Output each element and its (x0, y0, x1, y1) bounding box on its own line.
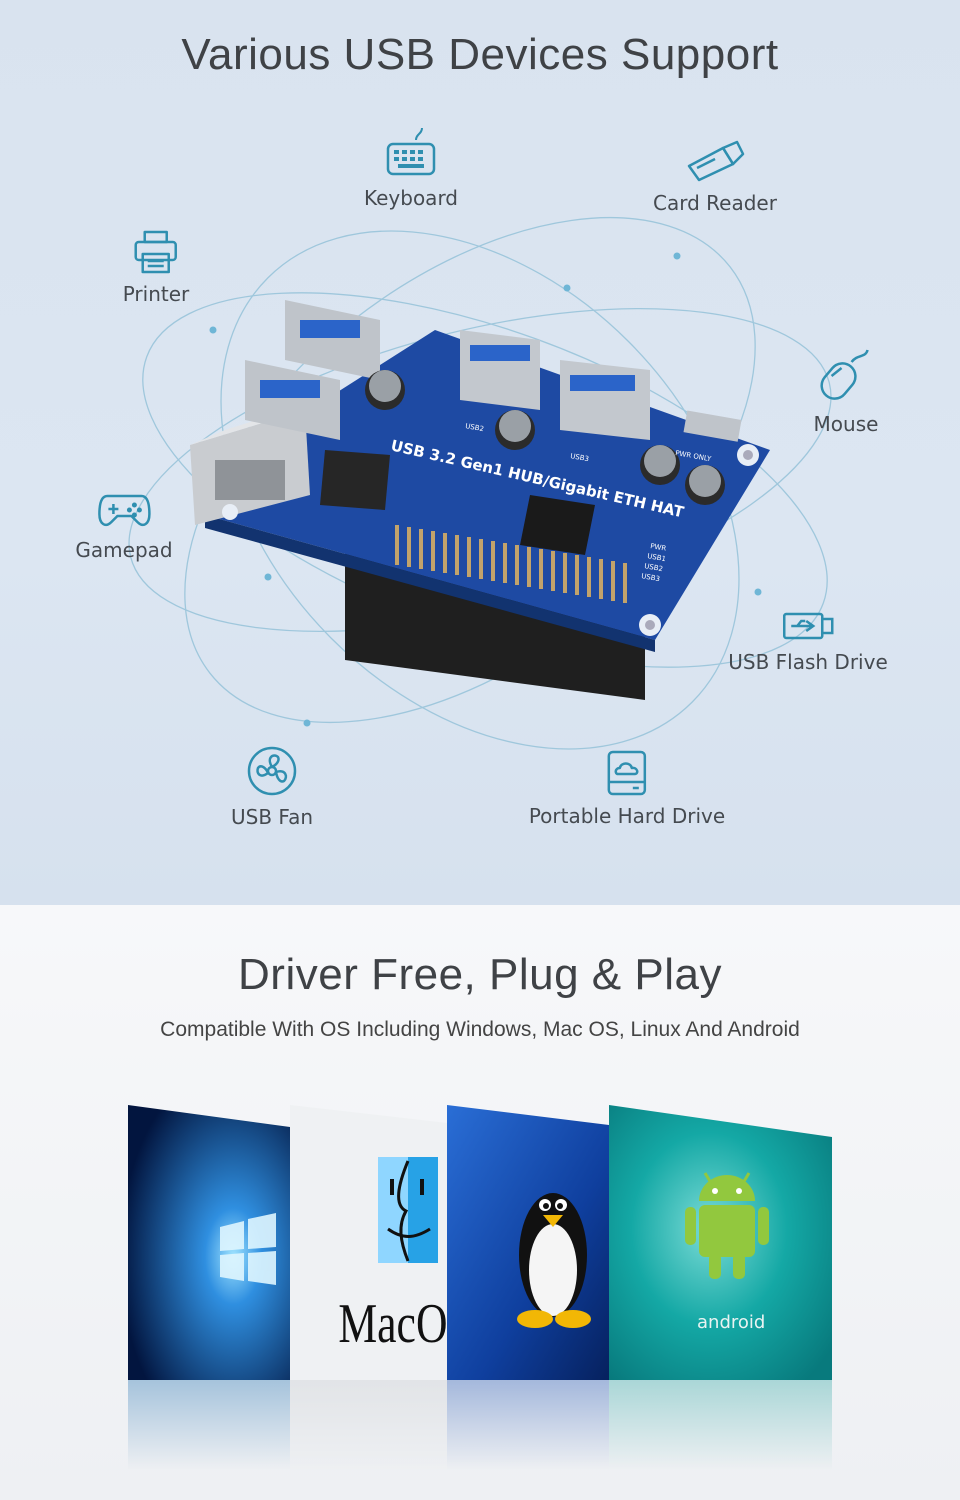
android-robot-icon (685, 1172, 769, 1279)
fan-icon (247, 746, 297, 796)
device-gamepad: Gamepad (75, 490, 173, 562)
os-panel-mac: MacO (290, 1105, 447, 1380)
linux-penguin-icon (517, 1193, 591, 1328)
board-led-label-usb1: USB1 (647, 552, 667, 563)
section-subtitle-compatible-os: Compatible With OS Including Windows, Ma… (160, 1018, 800, 1041)
mac-os-wordmark: MacO (338, 1292, 447, 1354)
windows-logo-icon (220, 1213, 276, 1285)
os-panel-android: android (609, 1105, 832, 1380)
os-panel-linux (447, 1105, 609, 1380)
keyboard-icon (386, 127, 436, 176)
device-printer: Printer (122, 230, 190, 306)
device-label-portable-hard-drive: Portable Hard Drive (528, 804, 726, 828)
section-title-driver-free: Driver Free, Plug & Play (238, 950, 722, 999)
board-led-label-usb2: USB2 (644, 562, 664, 573)
section-title-usb-devices: Various USB Devices Support (181, 30, 779, 79)
hard-drive-icon (607, 750, 647, 796)
device-portable-hard-drive: Portable Hard Drive (529, 750, 725, 828)
usb-flash-drive-icon (782, 612, 834, 640)
device-card-reader: Card Reader (653, 138, 777, 215)
mac-finder-icon (378, 1157, 438, 1263)
device-usb-flash-drive: USB Flash Drive (728, 610, 888, 674)
device-label-keyboard: Keyboard (363, 186, 459, 210)
os-panel-windows (128, 1105, 290, 1380)
card-reader-icon (687, 140, 745, 182)
plug-and-play-section: Driver Free, Plug & Play Compatible With… (0, 905, 960, 1500)
board-port-label-usb2: USB2 (465, 422, 485, 433)
board-port-label-usb3: USB3 (570, 452, 590, 463)
device-label-card-reader: Card Reader (653, 191, 777, 215)
device-label-mouse: Mouse (813, 412, 879, 436)
device-label-usb-flash-drive: USB Flash Drive (728, 650, 888, 674)
device-label-usb-fan: USB Fan (230, 805, 314, 829)
gamepad-icon (97, 494, 151, 526)
os-panel-reflection-windows (128, 1380, 290, 1470)
device-label-gamepad: Gamepad (75, 538, 173, 562)
board-led-label-usb3: USB3 (641, 572, 661, 583)
os-panel-reflection-android (609, 1380, 832, 1470)
usb-hub-board: USB 3.2 Gen1 HUB/Gigabit ETH HAT USB2 US… (190, 300, 770, 700)
printer-icon (134, 230, 178, 274)
android-wordmark: android (697, 1312, 765, 1333)
device-label-printer: Printer (122, 282, 190, 306)
device-usb-fan: USB Fan (231, 745, 313, 829)
board-led-label-pwr: PWR (650, 542, 667, 553)
usb-devices-section: Various USB Devices Support (0, 0, 960, 905)
os-panel-reflection-mac (290, 1380, 447, 1470)
mouse-icon (820, 349, 870, 400)
device-mouse: Mouse (813, 346, 879, 436)
os-panel-reflection-linux (447, 1380, 609, 1470)
device-keyboard: Keyboard (364, 126, 458, 210)
